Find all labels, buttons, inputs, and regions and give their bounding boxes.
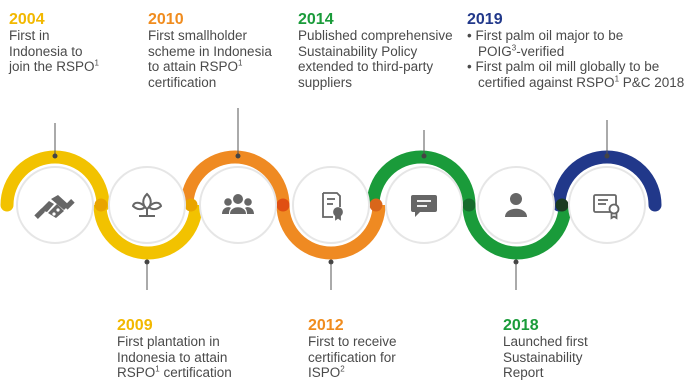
milestone-year: 2018 [503, 317, 539, 334]
circle-2010 [199, 166, 277, 244]
desc-line: RSPO1 certification [117, 364, 232, 380]
connector-dot-2019 [604, 153, 610, 159]
arc-2009 [93, 204, 203, 260]
milestone-description: Published comprehensive Sustainability P… [298, 28, 453, 90]
desc-line: Sustainability [503, 349, 583, 365]
arc-2012 [276, 204, 386, 260]
milestone-2019: 2019 • First palm oil major to be POIG3-… [467, 11, 684, 90]
desc-line: scheme in Indonesia [148, 43, 272, 59]
milestone-description: First smallholder scheme in Indonesia to… [148, 28, 272, 90]
arc-2018 [462, 204, 572, 260]
bullet-continuation: certified against RSPO1 P&C 2018 [478, 74, 684, 90]
certificate-doc-icon [322, 192, 343, 221]
handshake-icon [34, 195, 75, 219]
desc-line: First to receive [308, 334, 397, 349]
milestone-2004: 2004 First in Indonesia to join the RSPO… [9, 11, 99, 75]
speech-bubble-icon [411, 195, 437, 217]
arc-2014 [366, 150, 476, 206]
joint-dot [184, 198, 198, 212]
joint-dot [462, 198, 476, 212]
footnote-marker: 1 [155, 364, 160, 374]
desc-line: suppliers [298, 74, 353, 90]
bullet-item: • First palm oil mill globally to be [467, 59, 660, 74]
milestone-2009: 2009 First plantation in Indonesia to at… [117, 317, 232, 381]
milestone-description: • First palm oil major to be POIG3-verif… [467, 28, 684, 90]
footnote-marker: 1 [614, 74, 620, 83]
joint-dot [94, 198, 108, 212]
desc-line: certification for [308, 349, 396, 365]
desc-line: First in [9, 28, 50, 43]
milestone-2014: 2014 Published comprehensive Sustainabil… [298, 11, 453, 90]
connector-dot-2018 [513, 259, 519, 265]
people-icon [222, 194, 254, 214]
circle-2019 [568, 166, 646, 244]
milestone-year: 2004 [9, 11, 45, 28]
milestone-description: First to receive certification for ISPO2 [308, 334, 397, 381]
bullet-continuation: POIG3-verified [478, 43, 565, 59]
milestone-2018: 2018 Launched first Sustainability Repor… [503, 317, 588, 381]
arc-2010 [180, 150, 290, 206]
bullet-item: • First palm oil major to be [467, 28, 624, 43]
milestone-year: 2010 [148, 11, 184, 28]
award-certificate-icon [593, 194, 620, 220]
footnote-marker: 1 [238, 58, 243, 68]
milestone-year: 2014 [298, 11, 334, 28]
desc-line: extended to third-party [298, 59, 434, 74]
connector-dot-2012 [328, 259, 334, 265]
milestone-year: 2012 [308, 317, 344, 334]
milestone-circles [16, 166, 646, 244]
milestone-year: 2009 [117, 317, 153, 334]
desc-line: to attain RSPO1 [148, 58, 243, 74]
desc-line: First smallholder [148, 28, 248, 43]
desc-line: certification [148, 74, 217, 90]
desc-line: Published comprehensive [298, 28, 453, 43]
milestone-year: 2019 [467, 11, 503, 28]
desc-line: Report [503, 365, 544, 380]
circle-2004 [16, 166, 94, 244]
milestone-description: First in Indonesia to join the RSPO1 [9, 28, 99, 75]
desc-line: Launched first [503, 334, 588, 349]
milestone-2010: 2010 First smallholder scheme in Indones… [148, 11, 272, 90]
circle-2012 [292, 166, 370, 244]
connector-dot-2004 [52, 153, 58, 159]
connector-dot-2014 [421, 153, 427, 159]
milestone-description: First plantation in Indonesia to attain … [117, 334, 232, 381]
desc-line: Sustainability Policy [298, 43, 418, 59]
desc-line: ISPO2 [308, 364, 345, 380]
timeline-graphic [0, 108, 662, 290]
milestone-description: Launched first Sustainability Report [503, 334, 588, 381]
desc-line: Indonesia to attain [117, 349, 228, 365]
joint-dot [369, 198, 383, 212]
desc-line: join the RSPO1 [9, 58, 99, 74]
circle-2009 [108, 166, 186, 244]
milestone-2012: 2012 First to receive certification for … [308, 317, 397, 381]
joint-dot [555, 198, 569, 212]
connector-dot-2009 [144, 259, 150, 265]
footnote-marker: 2 [340, 364, 345, 374]
plant-icon [131, 192, 163, 217]
connector-dot-2010 [235, 153, 241, 159]
person-icon [505, 193, 527, 217]
joint-dot [276, 198, 290, 212]
desc-line: Indonesia to [9, 43, 83, 59]
desc-line: First plantation in [117, 334, 220, 349]
footnote-marker: 1 [94, 58, 99, 68]
footnote-marker: 3 [511, 43, 517, 52]
